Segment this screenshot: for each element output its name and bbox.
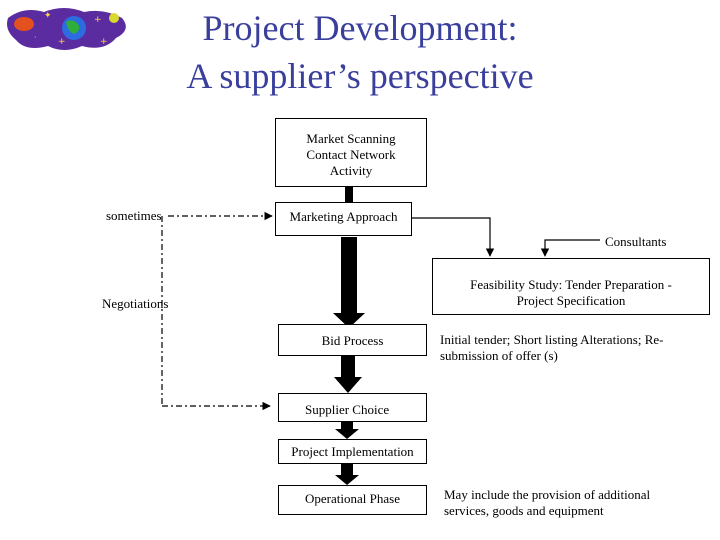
project-implementation-box: Project Implementation (278, 439, 427, 464)
flow-bid-to-choice (341, 356, 355, 378)
svg-text:+: + (94, 15, 102, 25)
feasibility-line-1: Feasibility Study: Tender Preparation - (470, 277, 672, 292)
market-line-3: Activity (329, 163, 373, 178)
arrow-to-choice (334, 377, 362, 393)
svg-text:+: + (100, 37, 108, 47)
project-implementation-label: Project Implementation (291, 444, 414, 459)
page-title-line1: Project Development: (202, 8, 518, 48)
svg-text:✦: ✦ (44, 11, 52, 21)
supplier-choice-label: Supplier Choice (305, 402, 390, 417)
may-include-line-1: May include the provision of additional (444, 487, 651, 502)
bid-process-label: Bid Process (321, 333, 384, 348)
operational-phase-box: Operational Phase (278, 485, 427, 515)
bid-process-box: Bid Process (278, 324, 427, 356)
main-flow-bar (341, 237, 357, 315)
consultants-line (540, 239, 600, 257)
may-include-line-2: services, goods and equipment (444, 503, 604, 518)
consultants-label: Consultants (605, 234, 667, 249)
market-line-2: Contact Network (306, 147, 396, 162)
arrow-to-impl (335, 429, 359, 439)
initial-tender-line-2: submission of offer (s) (440, 348, 558, 363)
feasibility-study-box: Feasibility Study: Tender Preparation - … (432, 258, 710, 315)
marketing-approach-label: Marketing Approach (289, 209, 398, 224)
initial-tender-line-1: Initial tender; Short listing Alteration… (440, 332, 664, 347)
svg-text:+: + (58, 37, 66, 47)
negotiations-label: Negotiations (102, 296, 169, 311)
supplier-choice-box: Supplier Choice (278, 393, 427, 422)
initial-tender-note: Initial tender; Short listing Alteration… (440, 332, 664, 364)
operational-phase-label: Operational Phase (305, 491, 400, 506)
arrow-to-bid (333, 313, 365, 328)
marketing-approach-box: Marketing Approach (275, 202, 412, 236)
arrow-to-op (335, 475, 359, 485)
may-include-note: May include the provision of additional … (444, 487, 650, 519)
sometimes-label: sometimes (106, 208, 162, 223)
marketing-to-feasibility-line (412, 217, 495, 257)
flow-market-to-marketing (345, 187, 353, 203)
svg-text:·: · (34, 33, 37, 42)
page-title-line2: A supplier’s perspective (186, 56, 534, 96)
feasibility-line-2: Project Specification (516, 293, 626, 308)
globe-logo-icon: ✦ + + + · (7, 8, 126, 50)
market-line-1: Market Scanning (306, 131, 396, 146)
flow-impl-to-op (341, 464, 353, 476)
flow-choice-to-impl (341, 422, 353, 430)
market-scanning-box: Market Scanning Contact Network Activity (275, 118, 427, 187)
